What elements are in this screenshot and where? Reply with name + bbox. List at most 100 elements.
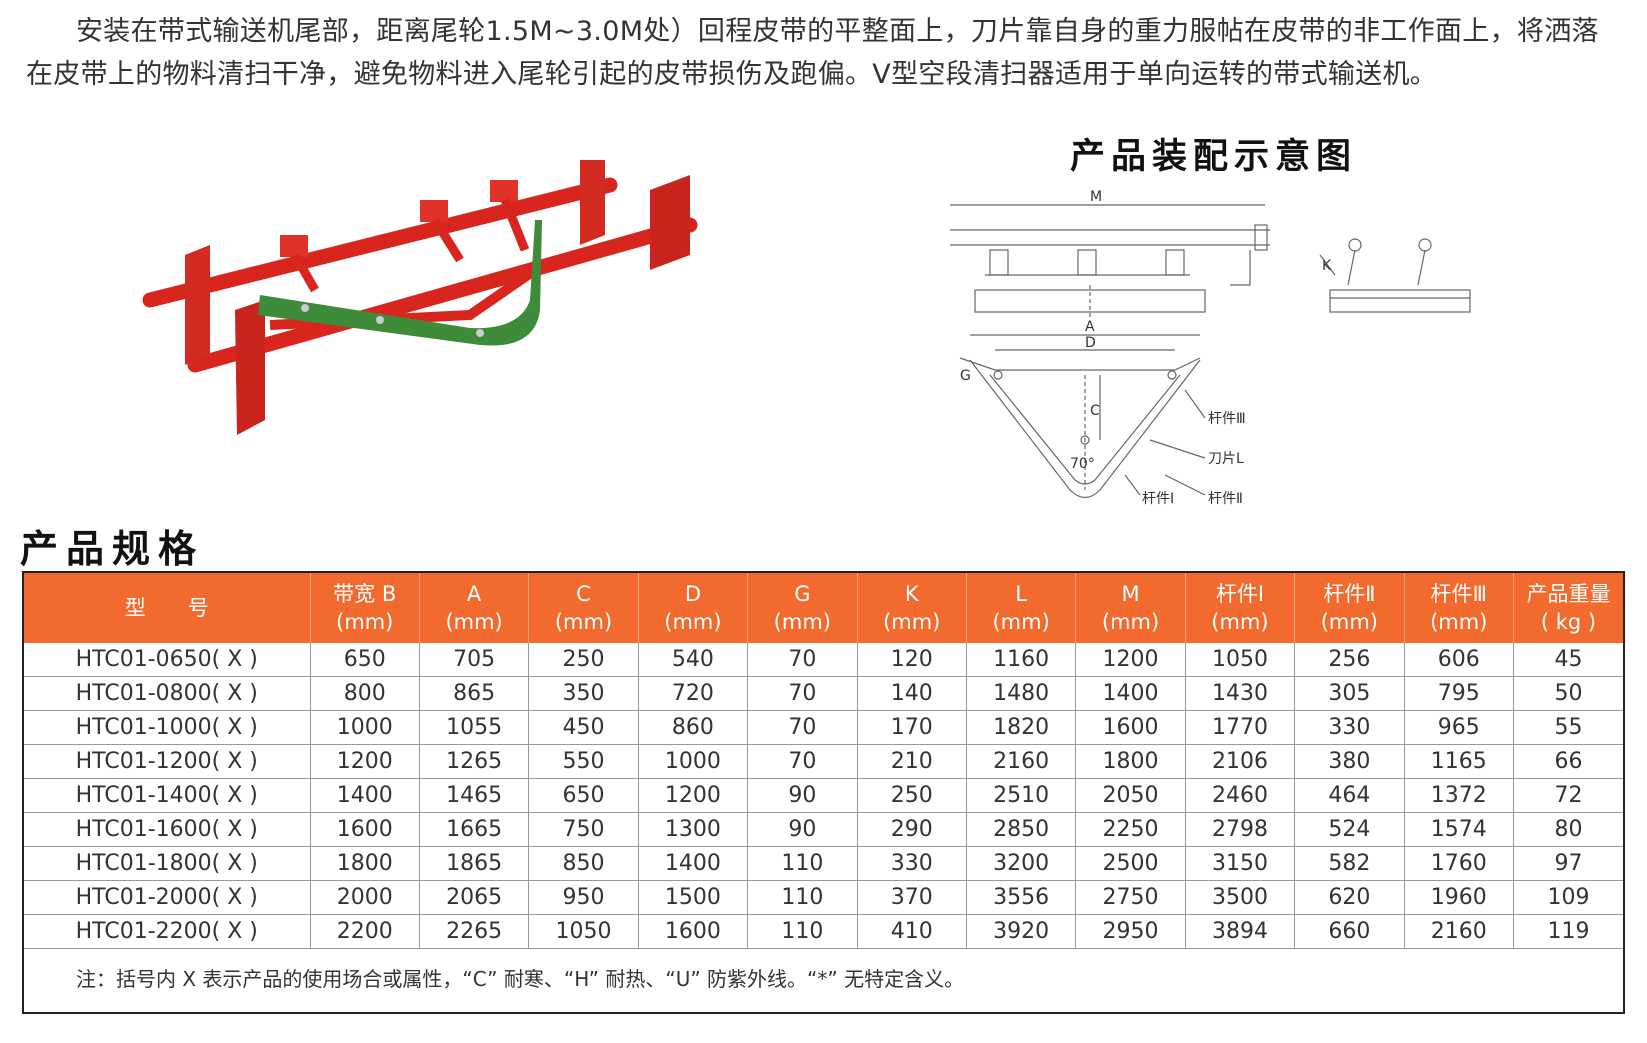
value-cell: 1800 xyxy=(1075,744,1186,779)
column-header-unit: (mm) xyxy=(664,610,722,634)
value-cell: 1665 xyxy=(419,812,530,847)
model-cell: HTC01-2200( X ) xyxy=(24,914,311,949)
value-cell: 1820 xyxy=(966,710,1077,745)
value-cell: 1200 xyxy=(638,778,749,813)
column-header: 产品重量( kg ) xyxy=(1513,573,1623,643)
label-rod3: 杆件Ⅲ xyxy=(1208,411,1246,427)
column-header: 杆件Ⅰ(mm) xyxy=(1185,573,1296,643)
value-cell: 750 xyxy=(528,812,639,847)
column-header: G(mm) xyxy=(747,573,858,643)
column-header-unit: (mm) xyxy=(883,610,941,634)
value-cell: 540 xyxy=(638,643,749,677)
value-cell: 1000 xyxy=(310,710,420,745)
value-cell: 3500 xyxy=(1185,880,1296,915)
value-cell: 865 xyxy=(419,676,530,711)
value-cell: 650 xyxy=(528,778,639,813)
value-cell: 1165 xyxy=(1404,744,1514,779)
value-cell: 3894 xyxy=(1185,914,1296,949)
value-cell: 210 xyxy=(857,744,967,779)
column-header: C(mm) xyxy=(528,573,639,643)
column-header-name: L xyxy=(1015,582,1027,606)
model-cell: HTC01-0650( X ) xyxy=(24,643,311,677)
value-cell: 66 xyxy=(1513,744,1623,779)
value-cell: 1050 xyxy=(1185,643,1296,677)
table-header-row: 型 号带宽 B(mm)A(mm)C(mm)D(mm)G(mm)K(mm)L(mm… xyxy=(24,573,1623,643)
value-cell: 1500 xyxy=(638,880,749,915)
label-rod1: 杆件Ⅰ xyxy=(1142,491,1174,507)
value-cell: 1055 xyxy=(419,710,530,745)
column-header-unit: (mm) xyxy=(336,610,394,634)
column-header-unit: (mm) xyxy=(1430,610,1488,634)
value-cell: 250 xyxy=(857,778,967,813)
value-cell: 90 xyxy=(747,812,858,847)
column-header-name: 杆件Ⅱ xyxy=(1323,582,1376,606)
value-cell: 410 xyxy=(857,914,967,949)
value-cell: 965 xyxy=(1404,710,1514,745)
column-header-name: G xyxy=(794,582,811,606)
value-cell: 109 xyxy=(1513,880,1623,915)
value-cell: 1400 xyxy=(310,778,420,813)
value-cell: 45 xyxy=(1513,643,1623,677)
label-c: C xyxy=(1090,403,1100,419)
value-cell: 305 xyxy=(1294,676,1405,711)
value-cell: 1372 xyxy=(1404,778,1514,813)
spec-title: 产品规格 xyxy=(20,527,205,571)
value-cell: 1265 xyxy=(419,744,530,779)
value-cell: 110 xyxy=(747,880,858,915)
value-cell: 3556 xyxy=(966,880,1077,915)
value-cell: 2460 xyxy=(1185,778,1296,813)
column-header: 型 号 xyxy=(24,573,311,643)
value-cell: 1200 xyxy=(1075,643,1186,677)
column-header-name: 杆件Ⅰ xyxy=(1215,582,1265,606)
value-cell: 582 xyxy=(1294,846,1405,881)
value-cell: 120 xyxy=(857,643,967,677)
value-cell: 97 xyxy=(1513,846,1623,881)
value-cell: 2000 xyxy=(310,880,420,915)
value-cell: 330 xyxy=(1294,710,1405,745)
value-cell: 2850 xyxy=(966,812,1077,847)
column-header-name: A xyxy=(466,582,482,606)
value-cell: 1865 xyxy=(419,846,530,881)
model-cell: HTC01-1800( X ) xyxy=(24,846,311,881)
model-cell: HTC01-1600( X ) xyxy=(24,812,311,847)
value-cell: 2250 xyxy=(1075,812,1186,847)
label-d: D xyxy=(1085,335,1096,351)
label-angle: 70° xyxy=(1070,456,1095,472)
value-cell: 256 xyxy=(1294,643,1405,677)
value-cell: 140 xyxy=(857,676,967,711)
value-cell: 2065 xyxy=(419,880,530,915)
value-cell: 80 xyxy=(1513,812,1623,847)
model-cell: HTC01-0800( X ) xyxy=(24,676,311,711)
value-cell: 110 xyxy=(747,846,858,881)
value-cell: 1050 xyxy=(528,914,639,949)
column-header: L (mm) xyxy=(966,573,1077,643)
column-header-name: D xyxy=(684,582,701,606)
assembly-drawing: M K A D G C 70° 杆件Ⅲ 刀片L 杆件Ⅰ 杆件Ⅱ xyxy=(950,190,1471,507)
value-cell: 70 xyxy=(747,643,858,677)
value-cell: 2160 xyxy=(1404,914,1514,949)
value-cell: 1600 xyxy=(638,914,749,949)
column-header-name: 产品重量 xyxy=(1526,582,1611,606)
model-cell: HTC01-2000( X ) xyxy=(24,880,311,915)
column-header-name: K xyxy=(904,582,919,606)
label-k: K xyxy=(1322,258,1332,274)
value-cell: 950 xyxy=(528,880,639,915)
value-cell: 2500 xyxy=(1075,846,1186,881)
column-header-name: 杆件Ⅲ xyxy=(1430,582,1487,606)
column-header-unit: (mm) xyxy=(554,610,613,634)
column-header-unit: (mm) xyxy=(992,610,1050,634)
value-cell: 2750 xyxy=(1075,880,1186,915)
value-cell: 2160 xyxy=(966,744,1077,779)
value-cell: 350 xyxy=(528,676,639,711)
label-a: A xyxy=(1085,319,1095,335)
column-header: M(mm) xyxy=(1075,573,1186,643)
value-cell: 1160 xyxy=(966,643,1077,677)
value-cell: 2950 xyxy=(1075,914,1186,949)
value-cell: 50 xyxy=(1513,676,1623,711)
